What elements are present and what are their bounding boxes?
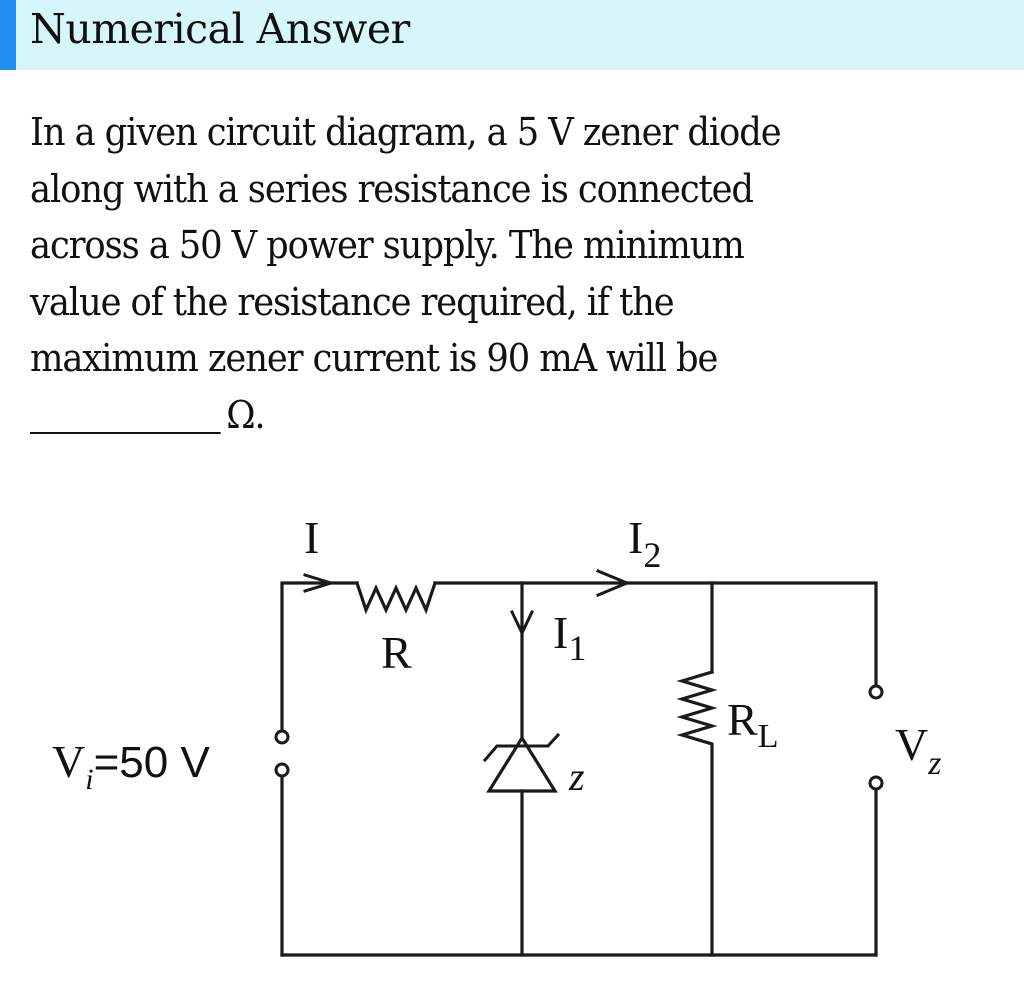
input-terminal-bottom [274,762,290,778]
label-input-voltage-value: =50 V [94,738,211,787]
label-output-voltage: Vz [895,719,941,782]
section-title: Numerical Answer [30,5,410,53]
section-header: Numerical Answer [0,0,1024,70]
question-text: In a given circuit diagram, a 5 V zener … [30,104,941,443]
label-resistor-r: R [381,627,412,678]
question-line: In a given circuit diagram, a 5 V zener … [30,110,782,154]
arrow-current-i1 [510,610,534,637]
wire-top [433,581,878,687]
answer-unit: Ω. [226,392,265,437]
label-load-resistor: RL [727,694,778,755]
question-line: along with a series resistance is connec… [30,166,754,211]
output-terminal-bottom [868,775,884,791]
label-current-i: I [304,512,319,563]
question-line: across a 50 V power supply. The minimum [30,223,745,267]
arrow-current-i2 [596,569,631,597]
label-load-resistor-sub: L [758,718,779,755]
input-terminal-top [274,729,290,745]
label-current-i2: I2 [628,512,661,575]
question-line: maximum zener current is 90 mA will be [30,336,718,380]
series-resistor [354,580,438,615]
label-current-i1: I1 [553,607,586,668]
wire-left-top [280,581,359,730]
arrow-current-i [303,573,337,593]
answer-blank [30,431,221,434]
label-input-voltage-sub: i [85,763,93,796]
label-input-voltage: Vi=50 V [52,736,210,796]
output-terminal-top [868,684,884,700]
label-current-i2-sub: 2 [643,535,661,575]
label-zener-z: z [568,754,585,799]
question-line: value of the resistance required, if the [30,279,675,324]
header-accent-bar [0,0,16,70]
zener-bar [482,732,561,763]
label-current-i1-sub: 1 [568,628,586,668]
answer-line: Ω. [30,387,941,444]
label-output-voltage-sub: z [927,745,941,782]
load-resistor [676,670,718,754]
